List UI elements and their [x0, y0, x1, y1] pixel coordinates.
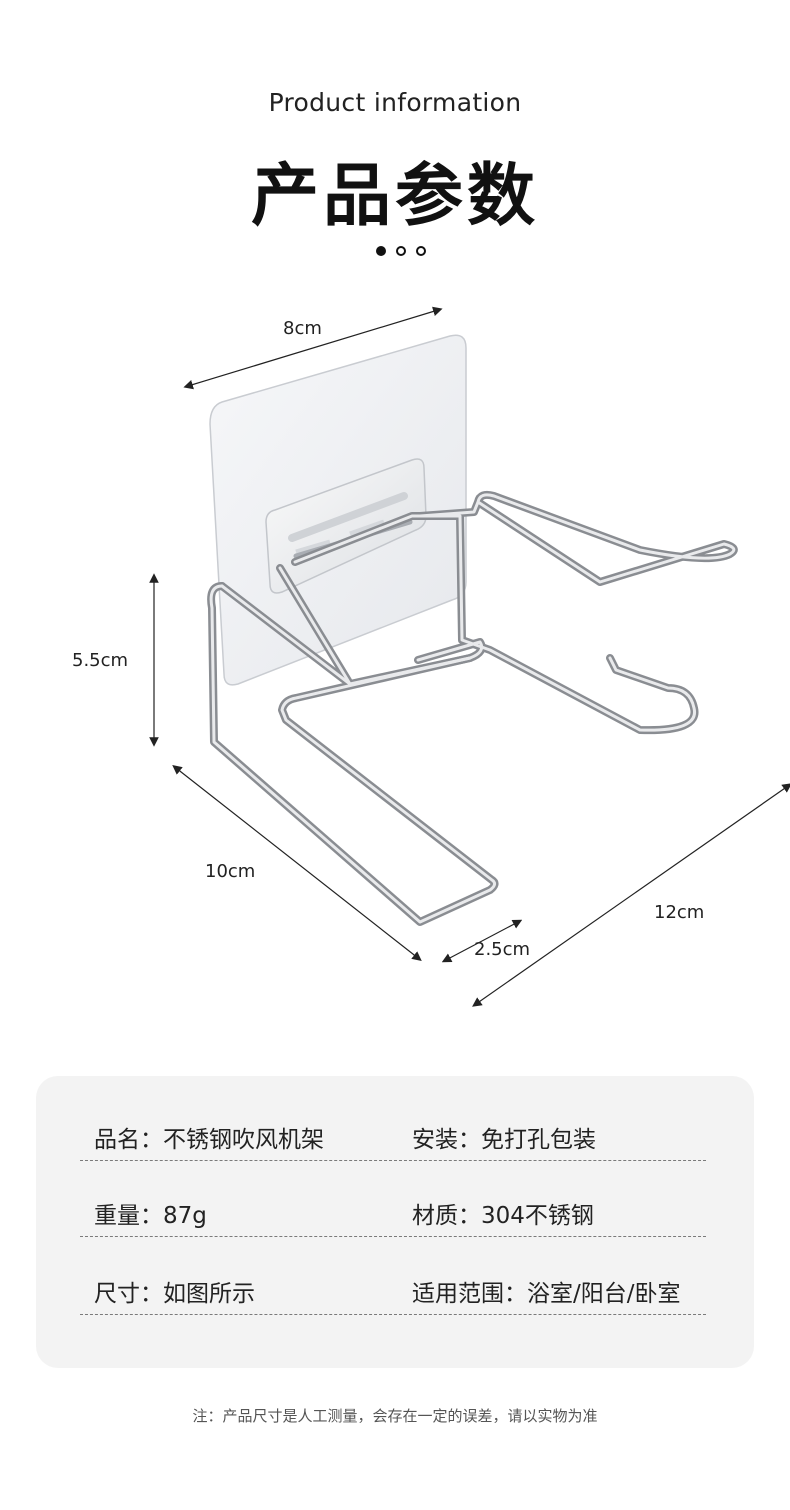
spec-installation: 安装：免打孔包装: [412, 1127, 596, 1153]
page-subtitle: Product information: [268, 88, 522, 117]
footnote: 注：产品尺寸是人工测量，会存在一定的误差，请以实物为准: [192, 1407, 598, 1425]
dot-inactive: [416, 246, 426, 256]
product-figure: 8cm 5.5cm 10cm 2.5cm 12cm: [72, 306, 790, 1007]
spec-card: 品名：不锈钢吹风机架 安装：免打孔包装 重量：87g 材质：304不锈钢 尺寸：…: [36, 1076, 754, 1368]
dim-label-depth-left: 10cm: [205, 861, 255, 882]
pagination-dots: [376, 246, 436, 258]
dim-arrow-width-top: [183, 306, 443, 390]
spec-row: 重量：87g 材质：304不锈钢: [80, 1196, 706, 1237]
dimension-arrows: [149, 306, 790, 1007]
spec-size: 尺寸：如图所示: [94, 1281, 255, 1307]
dim-arrow-depth-left: [172, 765, 422, 961]
dim-label-width-top: 8cm: [283, 318, 322, 339]
wire-rack: [207, 490, 738, 926]
dim-label-depth-right: 12cm: [654, 902, 704, 923]
dim-arrow-depth-right: [472, 783, 790, 1007]
page-title: 产品参数: [250, 157, 539, 236]
dot-active: [376, 246, 386, 256]
spec-material: 材质：304不锈钢: [412, 1203, 594, 1229]
dim-label-arm-width: 2.5cm: [474, 939, 530, 960]
spec-row: 尺寸：如图所示 适用范围：浴室/阳台/卧室: [80, 1274, 706, 1315]
spec-row: 品名：不锈钢吹风机架 安装：免打孔包装: [80, 1120, 706, 1161]
spec-usage-scope: 适用范围：浴室/阳台/卧室: [412, 1281, 681, 1307]
spec-product-name: 品名：不锈钢吹风机架: [94, 1127, 324, 1153]
spec-weight: 重量：87g: [94, 1203, 207, 1229]
dot-inactive: [396, 246, 406, 256]
dim-label-height-left: 5.5cm: [72, 650, 128, 671]
